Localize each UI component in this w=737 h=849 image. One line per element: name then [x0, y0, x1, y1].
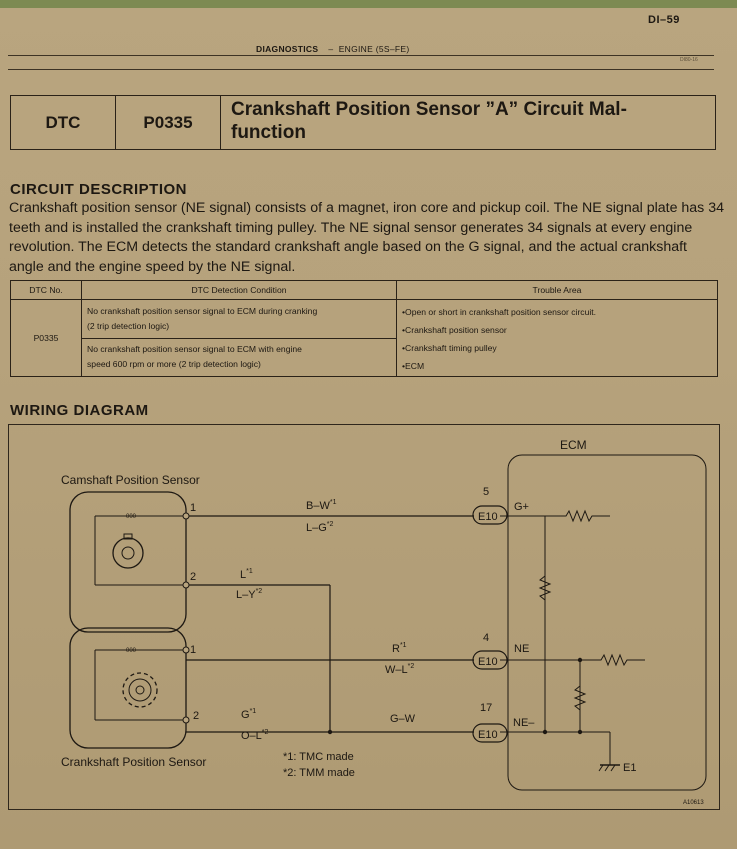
crank-sensor-body	[69, 627, 187, 749]
crank-pin-2: 2	[193, 710, 199, 722]
dtc-title-line2: function	[231, 122, 306, 143]
trouble-area-item: •Open or short in crankshaft position se…	[402, 307, 597, 317]
crank-sensor-label: Crankshaft Position Sensor	[61, 755, 206, 769]
condition-1-line1: No crankshaft position sensor signal to …	[87, 305, 318, 316]
gplus-resistor	[560, 509, 610, 523]
table-row: P0335 No crankshaft position sensor sign…	[10, 299, 718, 377]
section-name: DIAGNOSTICS	[256, 44, 319, 54]
doc-code: DI80-16	[680, 57, 698, 63]
connector-e10-label: E10	[478, 729, 498, 741]
dtc-title-box: DTC P0335 Crankshaft Position Sensor ”A”…	[10, 95, 716, 150]
ecm-resistor-2	[573, 685, 587, 711]
cam-coil-mark: 000	[126, 514, 137, 520]
connector-e10-neminus	[472, 723, 508, 743]
dtc-label: DTC	[11, 96, 116, 149]
wire-label-lg: L–G*2	[306, 521, 334, 534]
ne-resistor	[600, 653, 645, 667]
page-number: DI–59	[648, 14, 680, 26]
table-header-row: DTC No. DTC Detection Condition Trouble …	[10, 280, 718, 300]
cell-condition-1: No crankshaft position sensor signal to …	[81, 299, 397, 339]
trouble-area-item: •Crankshaft timing pulley	[402, 343, 497, 353]
connector-e10-label: E10	[478, 511, 498, 523]
ecm-resistor-1	[538, 575, 552, 601]
table-row: No crankshaft position sensor signal to …	[11, 337, 718, 377]
cell-condition-2: No crankshaft position sensor signal to …	[81, 337, 397, 377]
signal-gplus: G+	[514, 501, 529, 513]
wire-label-wl: W–L*2	[385, 663, 414, 676]
dtc-title-line1: Crankshaft Position Sensor ”A” Circuit M…	[231, 99, 627, 120]
figure-code: A10613	[683, 800, 704, 806]
wire-label-r: R*1	[392, 642, 407, 655]
trouble-area-item: •Crankshaft position sensor	[402, 325, 507, 335]
wiring-diagram-heading: WIRING DIAGRAM	[10, 402, 149, 419]
crank-pin-1: 1	[190, 644, 196, 656]
running-header: DIAGNOSTICS– ENGINE (5S–FE)	[256, 44, 410, 54]
cam-pin-2: 2	[190, 571, 196, 583]
circuit-description-heading: CIRCUIT DESCRIPTION	[10, 181, 188, 198]
ecm-pin-4: 4	[483, 632, 489, 644]
header-separator: –	[328, 44, 334, 54]
footnote-tmc: *1: TMC made	[283, 751, 354, 763]
wire-label-g: G*1	[241, 708, 256, 721]
condition-2-line1: No crankshaft position sensor signal to …	[87, 344, 302, 355]
dtc-code: P0335	[116, 96, 221, 149]
connector-e10-label: E10	[478, 656, 498, 668]
wire-label-bw: B–W*1	[306, 499, 337, 512]
connector-e10-g	[472, 505, 508, 525]
wire-label-gw: G–W	[390, 713, 416, 725]
crank-coil-mark: 000	[126, 648, 137, 654]
wire-label-ol: O–L*2	[241, 729, 269, 742]
ecm-pin-5: 5	[483, 486, 489, 498]
signal-neminus: NE–	[513, 717, 535, 729]
condition-1-line2: (2 trip detection logic)	[87, 320, 170, 331]
dtc-condition-table: DTC No. DTC Detection Condition Trouble …	[10, 280, 718, 377]
title-rule	[8, 69, 714, 70]
wire-label-l: L*1	[240, 568, 253, 581]
header-rule	[8, 55, 714, 56]
cam-sensor-label: Camshaft Position Sensor	[61, 473, 200, 487]
signal-ne: NE	[514, 643, 529, 655]
cell-trouble-area: •Open or short in crankshaft position se…	[396, 299, 718, 377]
dtc-title: Crankshaft Position Sensor ”A” Circuit M…	[221, 96, 715, 149]
cell-dtc-no: P0335	[10, 299, 82, 377]
ecm-box	[507, 454, 707, 791]
page-top-edge	[0, 0, 737, 8]
footnote-tmm: *2: TMM made	[283, 767, 355, 779]
crank-gear-icon	[122, 672, 158, 708]
cam-sensor-body	[69, 491, 187, 633]
wire-label-ly: L–Y*2	[236, 588, 262, 601]
wiring-diagram-frame	[8, 424, 720, 810]
ecm-pin-17: 17	[480, 702, 492, 714]
cam-pin-1: 1	[190, 502, 196, 514]
trouble-area-item: •ECM	[402, 361, 425, 371]
signal-e1: E1	[623, 762, 636, 774]
connector-e10-ne	[472, 650, 508, 670]
subsection-name: ENGINE (5S–FE)	[338, 44, 410, 54]
cam-rotor-icon	[112, 537, 144, 569]
circuit-description-text: Crankshaft position sensor (NE signal) c…	[9, 200, 724, 275]
ecm-label: ECM	[560, 438, 587, 452]
condition-2-line2: speed 600 rpm or more (2 trip detection …	[87, 359, 261, 370]
